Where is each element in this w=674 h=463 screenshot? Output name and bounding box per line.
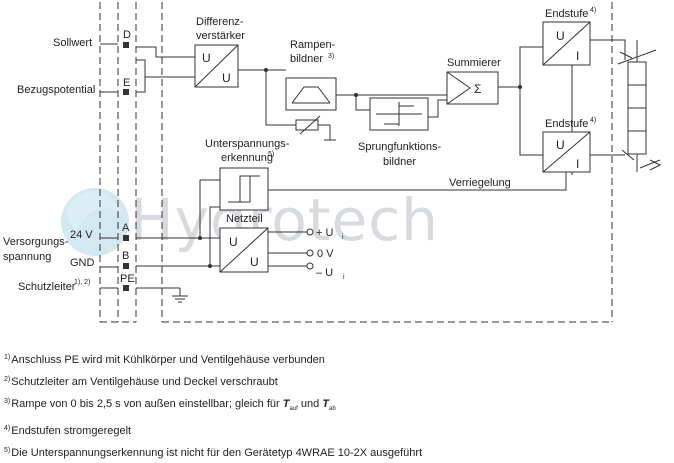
- rampenbildner-footnote: 3): [328, 53, 334, 60]
- endstufe-bottom-i: I: [576, 157, 579, 171]
- watermark-text: Hydrotech: [130, 186, 439, 254]
- diff-u-in: U: [202, 51, 211, 65]
- sigma-symbol: Σ: [474, 82, 481, 96]
- footnote-3: 3)Rampe von 0 bis 2,5 s von außen einste…: [4, 398, 336, 413]
- differenzverstaerker-label-2: verstärker: [196, 30, 245, 42]
- schutzleiter-footnote: 1), 2): [74, 279, 90, 286]
- sprungfunktion-label-1: Sprungfunktions-: [358, 141, 441, 153]
- endstufe-top-label: Endstufe: [545, 8, 588, 20]
- pin-a: A: [122, 222, 130, 234]
- minus-ui-sub: i: [343, 274, 345, 281]
- netzteil-u-out: U: [250, 255, 259, 269]
- footnote-1: 1)Anschluss PE wird mit Kühlkörper und V…: [4, 354, 325, 366]
- block-diagram: Hydrotech Sollwert Bezugspotential Verso…: [3, 2, 662, 323]
- pin-e: E: [123, 77, 130, 89]
- diff-u-out: U: [222, 71, 231, 85]
- endstufe-bottom-block: Endstufe 4) U I: [542, 117, 596, 173]
- netzteil-u-in: U: [229, 235, 238, 249]
- rampenbildner-label-2: bildner: [290, 53, 323, 65]
- endstufe-top-footnote: 4): [590, 7, 596, 14]
- endstufe-top-i: I: [576, 49, 579, 63]
- minus-ui-label: – U: [316, 267, 333, 279]
- summierer-block: Summierer Σ: [446, 57, 501, 105]
- footnote-4: 4)Endstufen stromgeregelt: [4, 425, 132, 438]
- sollwert-label: Sollwert: [53, 37, 92, 49]
- v24-label: 24 V: [70, 229, 93, 241]
- plus-ui-sub: i: [342, 234, 344, 241]
- rampenbildner-label-1: Rampen-: [290, 39, 336, 51]
- netzteil-label: Netzteil: [226, 213, 263, 225]
- versorgungsspannung-label-1: Versorgungs-: [3, 236, 69, 248]
- schutzleiter-label: Schutzleiter: [18, 281, 76, 293]
- valve-symbol: [612, 39, 662, 172]
- versorgungsspannung-label-2: spannung: [3, 251, 51, 263]
- unterspannung-label-1: Unterspannungs-: [205, 138, 290, 150]
- plus-ui-label: + U: [316, 227, 333, 239]
- unterspannung-label-2: erkennung: [221, 152, 273, 164]
- endstufe-bottom-label: Endstufe: [545, 118, 588, 130]
- sprungfunktionsbildner-block: Sprungfunktions- bildner: [358, 97, 441, 168]
- connector-boundary: [99, 2, 613, 323]
- gnd-label: GND: [70, 257, 95, 269]
- pin-pe: PE: [120, 273, 135, 285]
- endstufe-top-block: Endstufe 4) U I: [542, 7, 596, 66]
- verriegelung-label: Verriegelung: [449, 177, 511, 189]
- terminal-dots: [123, 42, 522, 291]
- rampenbildner-block: Rampen- bildner 3): [265, 39, 337, 141]
- sprungfunktion-label-2: bildner: [383, 156, 416, 168]
- unterspannungserkennung-block: Unterspannungs- erkennung 5): [205, 138, 290, 211]
- bezugspotential-label: Bezugspotential: [17, 84, 95, 96]
- hydrotech-watermark: Hydrotech: [61, 186, 439, 256]
- pin-d: D: [123, 29, 131, 41]
- footnote-2: 2)Schutzleiter am Ventilgehäuse und Deck…: [4, 376, 278, 388]
- pin-b: B: [122, 250, 129, 262]
- endstufe-bottom-footnote: 4): [590, 117, 596, 124]
- endstufe-bottom-u: U: [556, 138, 565, 152]
- differenzverstaerker-block: Differenz- verstärker U U: [194, 16, 245, 88]
- netzteil-block: Netzteil U U: [219, 213, 269, 273]
- footnote-5: 5)Die Unterspannungserkennung ist nicht …: [4, 447, 423, 460]
- endstufe-top-u: U: [556, 29, 565, 43]
- unterspannung-footnote: 5): [268, 151, 274, 158]
- summierer-label: Summierer: [447, 57, 501, 69]
- differenzverstaerker-label-1: Differenz-: [196, 16, 244, 28]
- footnotes: 1)Anschluss PE wird mit Kühlkörper und V…: [4, 348, 664, 463]
- zero-v-label: 0 V: [317, 248, 334, 260]
- output-terminals: [306, 228, 314, 270]
